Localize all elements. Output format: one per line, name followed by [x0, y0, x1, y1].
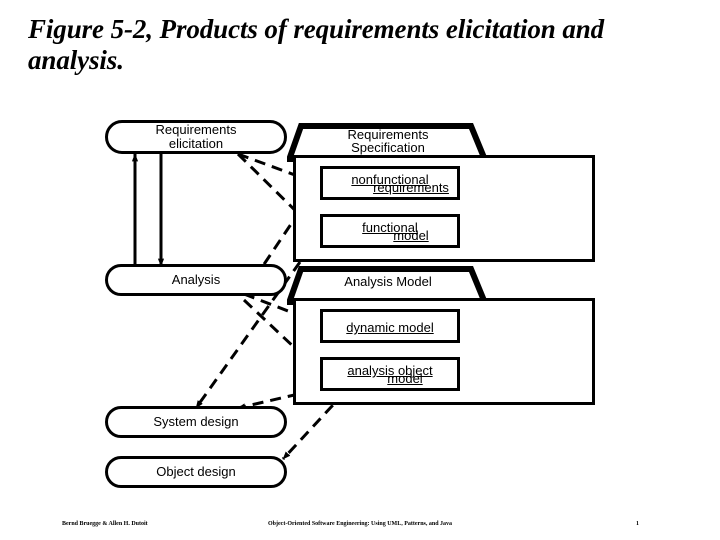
artifact-functional-model[interactable]: functional model: [320, 214, 460, 248]
package-title-analysis-model: Analysis Model: [344, 274, 432, 289]
artifact-dynamic-model[interactable]: dynamic model: [320, 309, 460, 343]
activity-label-analysis: Analysis: [171, 272, 221, 287]
artifact-nonfunctional-requirements[interactable]: nonfunctional requirements: [320, 166, 460, 200]
artifact-analysis-object-model[interactable]: analysis object model: [320, 357, 460, 391]
edge-elicitation-nonfunctional: [237, 152, 315, 184]
activity-object-design[interactable]: Object design: [105, 456, 287, 488]
package-analysis-model[interactable]: Analysis Model dynamic model analysis ob…: [287, 265, 595, 405]
activity-label-requirements-elicitation: Requirements elicitation: [155, 122, 237, 151]
page-title: Figure 5-2, Products of requirements eli…: [28, 14, 605, 75]
edge-aobject-object-design: [281, 390, 347, 461]
activity-requirements-elicitation[interactable]: Requirements elicitation: [105, 120, 287, 154]
edge-functional-system-design: [194, 261, 302, 409]
footer-book-title: Object-Oriented Software Engineering: Us…: [268, 521, 453, 527]
package-title-requirements-specification: Requirements Specification: [347, 127, 429, 155]
footer-authors: Bernd Bruegge & Allen H. Dutoit: [62, 521, 148, 527]
activity-label-object-design: Object design: [156, 464, 236, 479]
edge-aobject-system-design: [237, 388, 317, 410]
activity-system-design[interactable]: System design: [105, 406, 287, 438]
footer-page-number: 1: [636, 521, 639, 527]
activity-label-system-design: System design: [153, 414, 239, 429]
control-flow-edges: [131, 153, 165, 267]
package-requirements-specification[interactable]: Requirements Specification nonfunctional…: [287, 122, 595, 262]
activity-analysis[interactable]: Analysis: [105, 264, 287, 296]
